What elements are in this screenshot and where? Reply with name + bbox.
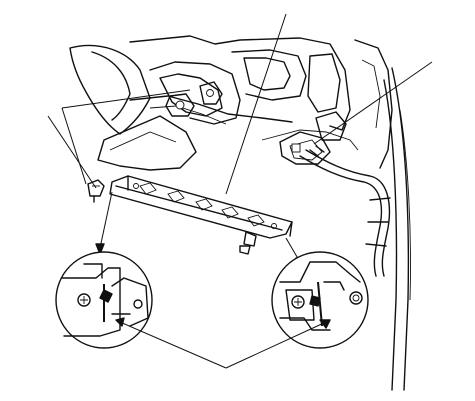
leader-lines-top bbox=[47, 13, 433, 195]
left-clip-detail bbox=[55, 251, 153, 349]
door-pillar-trim bbox=[383, 67, 411, 391]
dash-structure bbox=[69, 35, 393, 171]
fastener-clip-left bbox=[87, 179, 105, 203]
wire-harness bbox=[279, 111, 391, 277]
right-clip-detail bbox=[271, 251, 369, 349]
mounting-bracket bbox=[109, 175, 293, 255]
detail-clip-pointers bbox=[115, 317, 331, 369]
